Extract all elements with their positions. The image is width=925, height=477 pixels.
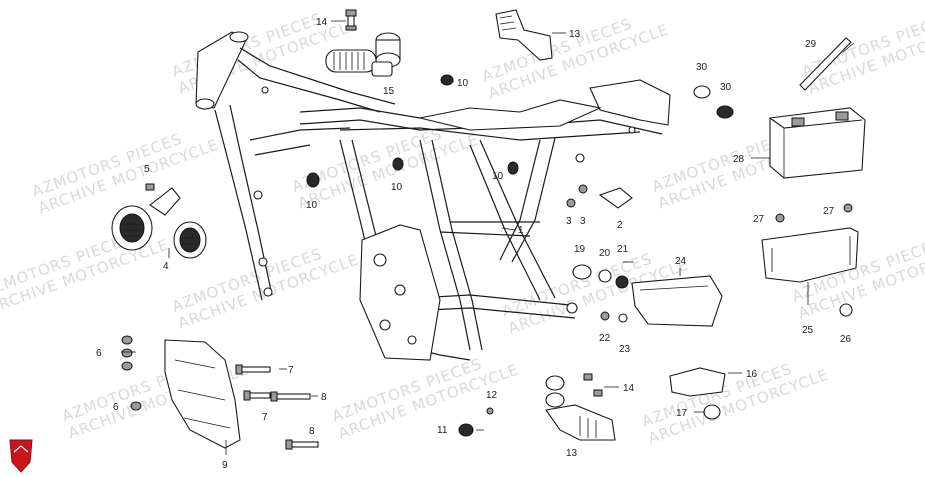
callout-label: 8 xyxy=(309,426,315,437)
callout-label: 27 xyxy=(823,206,835,217)
callout-label: 7 xyxy=(288,365,294,376)
callout-label: 23 xyxy=(619,344,631,355)
callout-label: 8 xyxy=(321,392,327,403)
callout-label: 29 xyxy=(805,39,817,50)
parts-2-3 xyxy=(566,184,633,209)
parts-16-17 xyxy=(669,367,726,420)
callout-label: 4 xyxy=(163,261,169,272)
brand-logo xyxy=(9,439,33,473)
horn-assembly xyxy=(111,183,207,259)
callout-label: 16 xyxy=(746,369,758,380)
nut-10-group xyxy=(306,74,519,188)
footpeg-right-top xyxy=(495,9,553,61)
callout-label: 9 xyxy=(222,460,228,471)
callout-label: 11 xyxy=(437,425,448,436)
callout-label: 7 xyxy=(262,412,268,423)
callout-label: 5 xyxy=(144,164,150,175)
callout-label: 30 xyxy=(696,62,708,73)
callout-label: 6 xyxy=(96,348,102,359)
callout-label: 24 xyxy=(675,256,687,267)
callout-label: 14 xyxy=(623,383,635,394)
callout-label: 13 xyxy=(569,29,581,40)
callout-label: 10 xyxy=(306,200,318,211)
battery-assembly xyxy=(693,37,866,179)
callout-label: 14 xyxy=(316,17,328,28)
main-frame xyxy=(195,31,671,361)
callout-label: 12 xyxy=(486,390,498,401)
skid-plate-assembly xyxy=(121,335,241,449)
callout-label: 25 xyxy=(802,325,814,336)
callout-label: 3 xyxy=(580,216,586,227)
callout-label: 19 xyxy=(574,244,586,255)
callout-label: 10 xyxy=(457,78,469,89)
callout-label: 10 xyxy=(391,182,403,193)
callout-label: 2 xyxy=(617,220,623,231)
callout-label: 17 xyxy=(676,408,688,419)
callout-label: 10 xyxy=(492,171,504,182)
battery-tray xyxy=(761,203,859,317)
callout-labels: 14 13 15 10 29 30 30 28 5 10 10 10 3 3 2… xyxy=(96,17,852,471)
callout-label: 3 xyxy=(566,216,572,227)
callout-label: 27 xyxy=(753,214,765,225)
shield-logo-icon xyxy=(9,439,33,473)
bolts-7-8 xyxy=(235,364,319,450)
callout-label: 15 xyxy=(383,86,395,97)
parts-19-24 xyxy=(572,264,723,327)
callout-label: 28 xyxy=(733,154,745,165)
callout-label: 21 xyxy=(617,244,629,255)
bottom-footpeg-assembly xyxy=(458,373,616,441)
callout-label: 20 xyxy=(599,248,611,259)
callout-label: 26 xyxy=(840,334,852,345)
callout-label: 6 xyxy=(113,402,119,413)
leader-lines xyxy=(121,20,855,455)
callout-label: 30 xyxy=(720,82,732,93)
callout-label: 1 xyxy=(518,225,524,236)
callout-label: 22 xyxy=(599,333,611,344)
footpeg-left-assembly xyxy=(325,9,401,77)
callout-label: 13 xyxy=(566,448,578,459)
